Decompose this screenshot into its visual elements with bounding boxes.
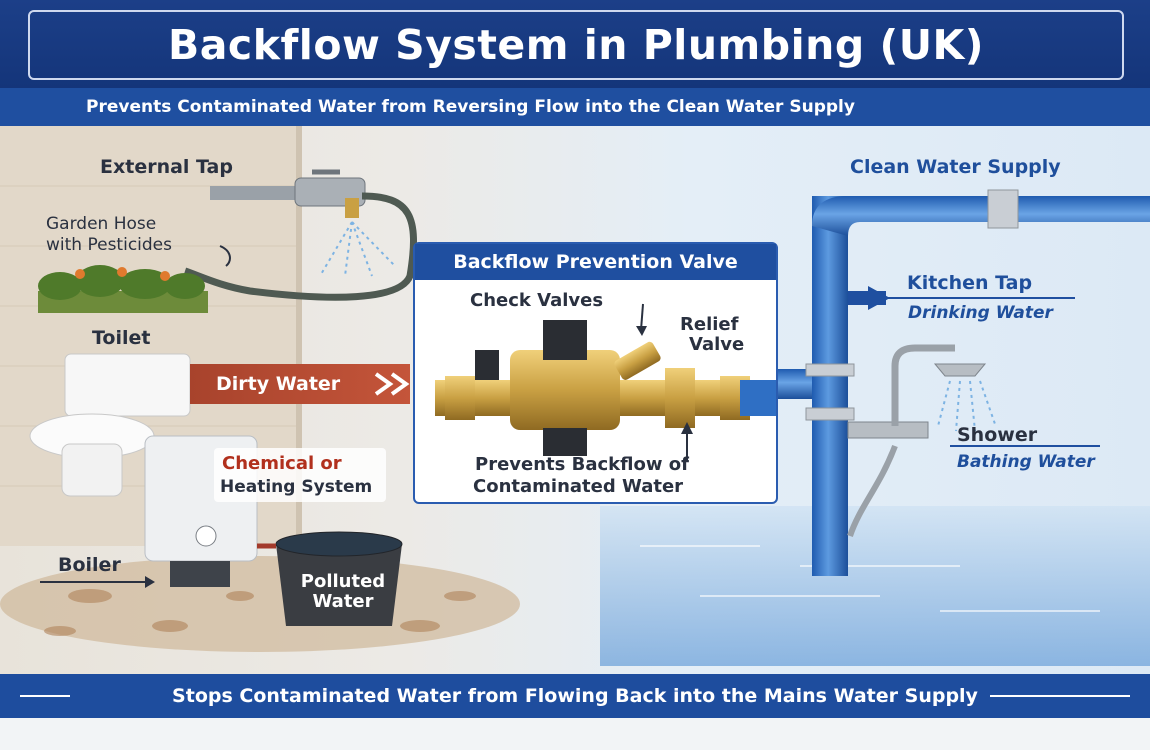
subtitle-bar: Prevents Contaminated Water from Reversi… xyxy=(0,88,1150,126)
boiler-label: Boiler xyxy=(58,554,121,576)
prevents-backflow-line2: Contaminated Water xyxy=(473,476,684,497)
footer-rule-right xyxy=(990,695,1130,697)
shower-branch xyxy=(847,421,929,439)
dirty-water-arrow: Dirty Water xyxy=(190,364,410,404)
wall-edge xyxy=(296,126,302,546)
footer-rule-left xyxy=(20,695,70,697)
page-subtitle: Prevents Contaminated Water from Reversi… xyxy=(86,97,855,117)
kitchen-tap-arrowhead xyxy=(868,286,890,310)
footer-text: Stops Contaminated Water from Flowing Ba… xyxy=(172,685,978,707)
drinking-water-label: Drinking Water xyxy=(908,303,1053,323)
footer-bar: Stops Contaminated Water from Flowing Ba… xyxy=(0,674,1150,718)
valve-panel: Backflow Prevention Valve Check Valves R… xyxy=(413,242,778,504)
relief-valve-label-line1: Relief xyxy=(680,314,739,335)
relief-valve-label-line2: Valve xyxy=(689,334,745,355)
shower-arm xyxy=(891,344,955,426)
title-banner: Backflow System in Plumbing (UK) xyxy=(0,0,1150,88)
main-riser xyxy=(812,196,848,576)
polluted-bucket xyxy=(276,544,402,626)
shower-head xyxy=(933,363,987,377)
polluted-label-line2: Water xyxy=(312,591,374,612)
hose-pointer xyxy=(219,245,231,267)
toilet-tank xyxy=(64,353,191,417)
flowers xyxy=(75,267,170,281)
polluted-water-label: Polluted Water xyxy=(287,572,399,612)
garden-hose-label-line1: Garden Hose xyxy=(46,214,157,234)
toilet-label: Toilet xyxy=(92,327,151,349)
garden-hose-label-line2: with Pesticides xyxy=(46,235,172,255)
riser-elbow xyxy=(812,196,1150,236)
bathing-water-label: Bathing Water xyxy=(957,452,1095,472)
water-surface xyxy=(600,506,1150,666)
garden-hose xyxy=(183,192,417,301)
tap-spout xyxy=(345,198,359,218)
brass-valve xyxy=(435,303,776,460)
kitchen-tap-label: Kitchen Tap xyxy=(907,272,1033,294)
chemical-system-label: Chemical or Heating System xyxy=(214,448,386,502)
chemical-label-line2: Heating System xyxy=(220,477,373,497)
riser-coupling-top xyxy=(987,189,1019,229)
riser-coupling-mid xyxy=(805,363,855,377)
riser-coupling-low xyxy=(805,407,855,421)
page-title: Backflow System in Plumbing (UK) xyxy=(167,21,985,69)
boiler-pointer-head xyxy=(145,576,155,588)
prevents-backflow-line1: Prevents Backflow of xyxy=(475,454,689,475)
bucket-rim xyxy=(275,531,403,557)
chemical-label-line1: Chemical or xyxy=(222,453,342,474)
double-chevron-icon xyxy=(374,372,410,396)
valve-panel-header: Backflow Prevention Valve xyxy=(415,244,776,280)
title-frame: Backflow System in Plumbing (UK) xyxy=(28,10,1124,80)
check-valves-label: Check Valves xyxy=(470,290,604,311)
plumbing-illustration xyxy=(0,126,1150,674)
shower-spray xyxy=(937,380,996,432)
polluted-label-line1: Polluted xyxy=(300,571,386,592)
bottom-strip xyxy=(0,718,1150,750)
shower-hose xyxy=(847,444,898,537)
boiler-gauge xyxy=(195,525,217,547)
external-tap-label: External Tap xyxy=(100,156,233,178)
clean-water-supply-label: Clean Water Supply xyxy=(850,156,1061,178)
planter xyxy=(38,291,208,313)
shower-label: Shower xyxy=(957,424,1038,446)
dirty-water-label: Dirty Water xyxy=(216,373,341,395)
plants xyxy=(38,265,205,300)
boiler-pipes xyxy=(170,561,230,587)
dirt-spots xyxy=(44,589,476,636)
toilet-base xyxy=(61,443,123,497)
